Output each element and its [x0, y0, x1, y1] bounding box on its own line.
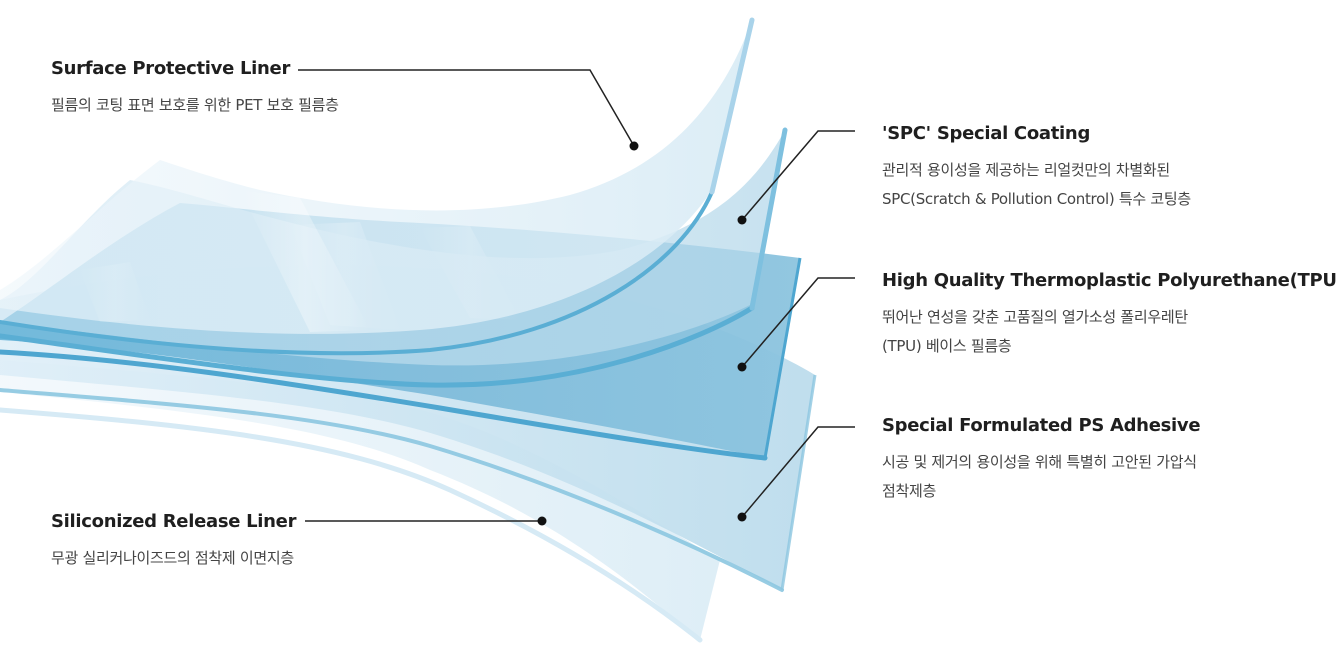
leader-line-tpu	[741, 277, 855, 368]
leader-line-surface	[298, 69, 635, 147]
layer-title: Surface Protective Liner	[51, 58, 291, 79]
label-tpu-base: High Quality Thermoplastic Polyurethane(…	[882, 270, 1338, 361]
layer-description: 시공 및 제거의 용이성을 위해 특별히 고안된 가압식 점착제층	[882, 448, 1200, 506]
label-siliconized-release-liner: Siliconized Release Liner 무광 실리커나이즈드의 점착…	[51, 511, 296, 573]
layer-description: 필름의 코팅 표면 보호를 위한 PET 보호 필름층	[51, 91, 339, 120]
leader-dot-spc	[737, 215, 747, 225]
leader-lines	[298, 69, 855, 522]
layer-description-line: 관리적 용이성을 제공하는 리얼컷만의 차별화된	[882, 161, 1170, 179]
label-ps-adhesive: Special Formulated PS Adhesive 시공 및 제거의 …	[882, 415, 1201, 506]
layer-description-line: 무광 실리커나이즈드의 점착제 이면지층	[51, 549, 294, 567]
layer-title: Siliconized Release Liner	[51, 511, 297, 532]
leader-dot-tpu	[737, 362, 747, 372]
layer-description-line: 뛰어난 연성을 갖춘 고품질의 열가소성 폴리우레탄	[882, 308, 1188, 326]
label-surface-protective-liner: Surface Protective Liner 필름의 코팅 표면 보호를 위…	[51, 58, 339, 120]
layer-description: 뛰어난 연성을 갖춘 고품질의 열가소성 폴리우레탄 (TPU) 베이스 필름층	[882, 303, 1338, 361]
layer-title: 'SPC' Special Coating	[882, 123, 1091, 144]
layer-description-line: 필름의 코팅 표면 보호를 위한 PET 보호 필름층	[51, 96, 339, 114]
leader-dot-adhesive	[737, 512, 747, 522]
label-spc-special-coating: 'SPC' Special Coating 관리적 용이성을 제공하는 리얼컷만…	[882, 123, 1191, 214]
surface-liner-layer	[0, 17, 755, 356]
layer-title: Special Formulated PS Adhesive	[882, 415, 1201, 436]
leader-line-spc	[741, 130, 855, 221]
leader-dot-release	[537, 516, 547, 526]
layer-description-line: SPC(Scratch & Pollution Control) 특수 코팅층	[882, 190, 1191, 208]
leader-dots	[537, 141, 747, 526]
layer-description: 관리적 용이성을 제공하는 리얼컷만의 차별화된 SPC(Scratch & P…	[882, 156, 1191, 214]
leader-line-adhesive	[741, 426, 855, 518]
layer-description: 무광 실리커나이즈드의 점착제 이면지층	[51, 544, 296, 573]
leader-dot-surface	[629, 141, 639, 151]
layer-title: High Quality Thermoplastic Polyurethane(…	[882, 270, 1338, 291]
layer-description-line: 점착제층	[882, 482, 937, 500]
layer-description-line: 시공 및 제거의 용이성을 위해 특별히 고안된 가압식	[882, 453, 1197, 471]
layer-description-line: (TPU) 베이스 필름층	[882, 337, 1012, 355]
